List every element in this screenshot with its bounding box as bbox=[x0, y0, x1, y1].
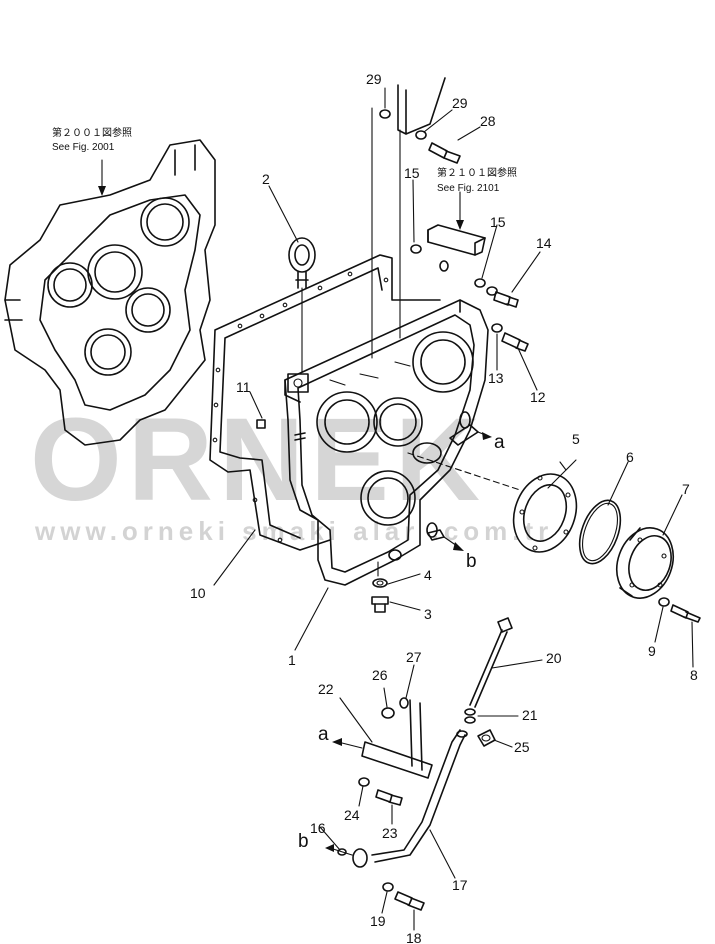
watermark-url: www.orneki smaki alar .com.tr bbox=[34, 516, 553, 546]
seal-part-5 bbox=[512, 473, 578, 553]
ref-2001-en: See Fig. 2001 bbox=[52, 142, 115, 153]
leader-lines bbox=[213, 87, 694, 931]
part-label-4: 4 bbox=[424, 567, 432, 583]
part-label-22: 22 bbox=[318, 681, 334, 697]
part-label-12: 12 bbox=[530, 389, 546, 405]
bolt-part-23-24 bbox=[358, 777, 403, 806]
part-label-3: 3 bbox=[424, 606, 432, 622]
part-label-7: 7 bbox=[682, 481, 690, 497]
end-cover-part-7 bbox=[615, 527, 675, 599]
part-label-17: 17 bbox=[452, 877, 468, 893]
ref-2001-jp: 第２００１図参照 bbox=[52, 126, 132, 139]
part-label-27: 27 bbox=[406, 649, 422, 665]
bolt-part-18-19 bbox=[382, 882, 425, 911]
part-label-19: 19 bbox=[370, 913, 386, 929]
part-label-29-left: 29 bbox=[366, 71, 382, 87]
dowel-part-11 bbox=[256, 419, 266, 429]
connection-letter-a-main: a bbox=[494, 432, 505, 453]
part-label-28: 28 bbox=[480, 113, 496, 129]
connection-letter-b-tube: b bbox=[298, 831, 309, 852]
bolt-part-14 bbox=[486, 286, 519, 308]
connection-letters: a b a b bbox=[298, 432, 505, 852]
part-label-15-lower: 15 bbox=[490, 214, 506, 230]
part-label-8: 8 bbox=[690, 667, 698, 683]
part-label-1: 1 bbox=[288, 652, 296, 668]
part-number-labels: 1 2 3 4 5 6 7 8 9 10 11 12 13 14 15 15 1… bbox=[190, 71, 698, 944]
gear-case-cover-part-1 bbox=[284, 299, 489, 586]
eyebolt-part-2 bbox=[288, 237, 316, 373]
part-label-16: 16 bbox=[310, 820, 326, 836]
o-ring-part-6 bbox=[578, 499, 622, 565]
bracket-part-22 bbox=[332, 697, 433, 779]
part-label-25: 25 bbox=[514, 739, 530, 755]
part-label-21: 21 bbox=[522, 707, 538, 723]
reference-labels: 第２００１図参照 See Fig. 2001 第２１０１図参照 See Fig.… bbox=[52, 126, 517, 194]
connection-arrows-main bbox=[407, 424, 521, 551]
part-label-9: 9 bbox=[648, 643, 656, 659]
bracket-top bbox=[371, 77, 446, 359]
ref-2101-jp: 第２１０１図参照 bbox=[437, 166, 517, 179]
part-label-6: 6 bbox=[626, 449, 634, 465]
tube-part-17 bbox=[325, 729, 468, 868]
part-label-15-upper: 15 bbox=[404, 165, 420, 181]
block-fig-2101 bbox=[410, 191, 486, 288]
dipstick-part-20 bbox=[469, 617, 513, 708]
part-label-20: 20 bbox=[546, 650, 562, 666]
connection-letter-b-main: b bbox=[466, 551, 477, 572]
part-label-2: 2 bbox=[262, 171, 270, 187]
part-label-26: 26 bbox=[372, 667, 388, 683]
part-label-18: 18 bbox=[406, 930, 422, 944]
part-label-5: 5 bbox=[572, 431, 580, 447]
part-label-23: 23 bbox=[382, 825, 398, 841]
bolt-part-8-9 bbox=[658, 597, 701, 623]
part-label-10: 10 bbox=[190, 585, 206, 601]
part-label-13: 13 bbox=[488, 370, 504, 386]
part-label-24: 24 bbox=[344, 807, 360, 823]
o-ring-part-21 bbox=[464, 708, 476, 724]
drain-plug-part-3-4 bbox=[371, 561, 389, 613]
elbow-part-25 bbox=[477, 729, 496, 747]
bolt-part-28 bbox=[428, 142, 461, 164]
part-label-14: 14 bbox=[536, 235, 552, 251]
ref-2101-en: See Fig. 2101 bbox=[437, 183, 500, 194]
reference-housing-fig-2001 bbox=[4, 139, 216, 446]
gasket-bolt-holes bbox=[212, 271, 389, 543]
bolt-part-12-13 bbox=[491, 323, 529, 352]
connection-letter-a-bracket: a bbox=[318, 724, 329, 745]
part-label-11: 11 bbox=[236, 379, 251, 395]
part-label-29-right: 29 bbox=[452, 95, 468, 111]
gasket-part-10 bbox=[209, 254, 441, 551]
